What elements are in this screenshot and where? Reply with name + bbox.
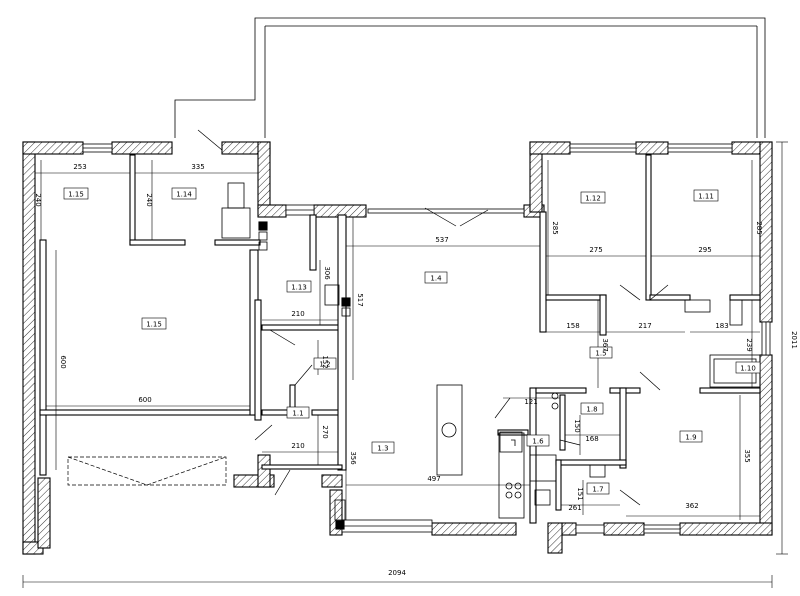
svg-text:1.15: 1.15: [146, 321, 162, 329]
svg-text:1.2: 1.2: [319, 361, 330, 369]
dim-121: 121: [524, 398, 537, 406]
room-label-1-1: 1.1: [286, 406, 310, 419]
dim-240-b: 240: [145, 193, 153, 206]
dim-210-a: 210: [291, 310, 304, 318]
room-label-1-4: 1.4: [424, 271, 448, 284]
dim-overall-height: 2011: [790, 331, 798, 349]
room-label-1-5: 1.5: [589, 346, 613, 359]
svg-text:1.9: 1.9: [685, 434, 696, 442]
dim-600-h: 600: [138, 396, 151, 404]
svg-text:1.3: 1.3: [377, 445, 388, 453]
dim-239: 239: [745, 338, 753, 351]
dim-285-b: 285: [755, 221, 763, 234]
dim-152: 152: [321, 355, 329, 368]
svg-text:1.15: 1.15: [68, 191, 84, 199]
dim-497: 497: [427, 475, 440, 483]
dimension-texts: 2094 2011 253 335 240 240 600 600 537 51…: [34, 163, 798, 577]
svg-text:1.8: 1.8: [586, 406, 597, 414]
dim-210-b: 210: [291, 442, 304, 450]
svg-text:1.7: 1.7: [592, 486, 603, 494]
dim-335: 335: [191, 163, 204, 171]
svg-text:1.10: 1.10: [740, 365, 756, 373]
dim-overall-width: 2094: [388, 569, 406, 577]
dim-261: 261: [568, 504, 581, 512]
svg-text:1.13: 1.13: [291, 284, 307, 292]
terrace-outline: [174, 17, 766, 138]
room-label-1-6: 1.6: [526, 434, 550, 447]
room-label-1-2: 1.2: [313, 357, 337, 370]
svg-text:1.12: 1.12: [585, 195, 601, 203]
svg-text:1.6: 1.6: [532, 438, 544, 446]
svg-text:1.1: 1.1: [292, 410, 303, 418]
room-label-1-15a: 1.15: [63, 187, 89, 200]
dim-217: 217: [638, 322, 651, 330]
dim-240-a: 240: [34, 193, 42, 206]
dim-158: 158: [566, 322, 579, 330]
dim-306: 306: [323, 266, 331, 280]
room-label-1-13: 1.13: [286, 280, 312, 293]
dim-285-a: 285: [551, 221, 559, 234]
svg-text:1.5: 1.5: [595, 350, 606, 358]
dim-150: 150: [573, 419, 581, 432]
dim-517: 517: [356, 293, 364, 306]
dim-355: 355: [743, 449, 751, 462]
interior-dimension-lines: [35, 160, 760, 520]
room-label-1-8: 1.8: [580, 402, 604, 415]
dim-270: 270: [321, 425, 329, 438]
room-label-1-9: 1.9: [679, 430, 703, 443]
fixtures: [221, 182, 761, 530]
outer-dimension-lines: [22, 141, 788, 588]
svg-text:1.4: 1.4: [430, 275, 442, 283]
dim-295: 295: [698, 246, 711, 254]
svg-text:1.14: 1.14: [176, 191, 192, 199]
room-label-1-14: 1.14: [171, 187, 197, 200]
room-label-1-12: 1.12: [580, 191, 606, 204]
dim-253: 253: [73, 163, 86, 171]
door-swings: [197, 129, 669, 506]
interior-walls: [39, 154, 761, 524]
room-label-1-7: 1.7: [586, 482, 610, 495]
dim-151: 151: [576, 487, 584, 500]
windows: [82, 143, 771, 534]
room-label-1-10: 1.10: [735, 361, 761, 374]
dim-600-v: 600: [59, 355, 67, 368]
dim-537: 537: [435, 236, 448, 244]
dim-367: 367: [601, 338, 609, 351]
room-label-1-3: 1.3: [371, 441, 395, 454]
dim-183: 183: [715, 322, 728, 330]
dim-356: 356: [349, 451, 357, 465]
svg-text:1.11: 1.11: [698, 193, 714, 201]
dim-275: 275: [589, 246, 602, 254]
garage-door: [67, 456, 227, 486]
dim-362: 362: [685, 502, 698, 510]
dim-168: 168: [585, 435, 598, 443]
room-label-1-15b: 1.15: [141, 317, 167, 330]
room-label-1-11: 1.11: [693, 189, 719, 202]
